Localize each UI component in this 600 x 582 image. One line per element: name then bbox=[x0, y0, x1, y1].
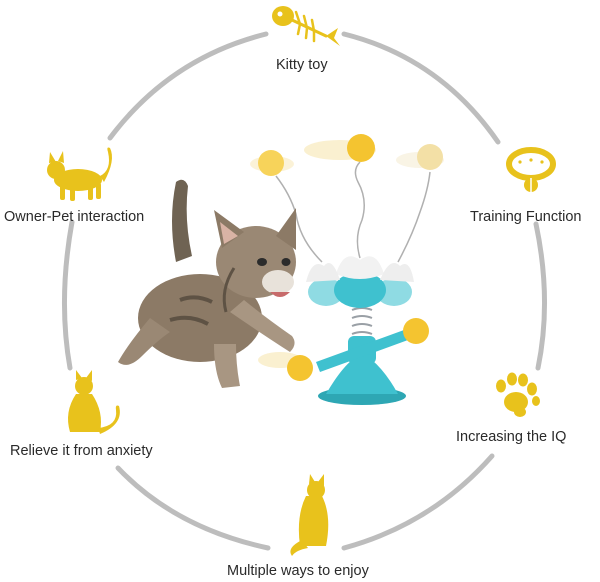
paw-print-icon bbox=[496, 372, 540, 417]
kitty-toy-label: Kitty toy bbox=[276, 57, 328, 73]
multiple-ways-label: Multiple ways to enjoy bbox=[227, 563, 369, 579]
cat-collar-icon bbox=[506, 147, 556, 192]
toy-suction-base bbox=[316, 330, 408, 405]
toy-spring bbox=[351, 307, 373, 335]
owner-pet-interaction-label: Owner-Pet interaction bbox=[4, 209, 145, 225]
training-function-label: Training Function bbox=[470, 209, 582, 225]
cat-silhouette-icon bbox=[290, 474, 329, 556]
walking-cat-icon bbox=[47, 147, 112, 201]
toy-wires bbox=[275, 161, 431, 263]
kitten bbox=[118, 179, 296, 388]
relieve-anxiety-label: Relieve it from anxiety bbox=[10, 443, 153, 459]
sitting-cat-icon bbox=[68, 370, 120, 434]
toy-turntable bbox=[306, 256, 414, 308]
product-photo bbox=[118, 134, 444, 405]
fish-bone-icon bbox=[272, 6, 340, 46]
toy-balls bbox=[250, 134, 444, 381]
increasing-iq-label: Increasing the IQ bbox=[456, 429, 567, 445]
feature-ring bbox=[61, 31, 548, 551]
